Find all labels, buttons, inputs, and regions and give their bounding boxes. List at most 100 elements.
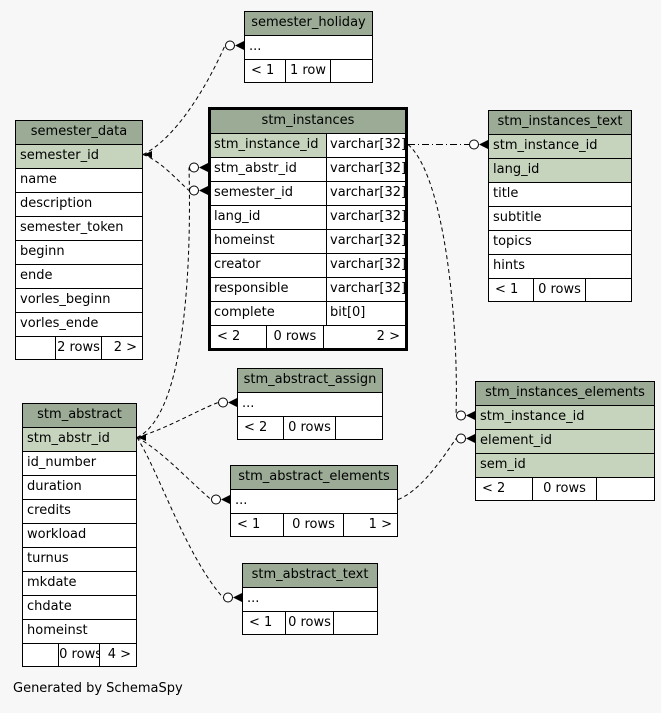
column-type: varchar[32] [326, 230, 405, 253]
column-type: varchar[32] [326, 254, 405, 277]
column-row: sem_id [476, 454, 654, 478]
column-row: topics [489, 231, 631, 255]
column-name: title [493, 186, 519, 201]
column-type: varchar[32] [326, 158, 405, 181]
column-row: stm_abstr_id [23, 428, 136, 452]
table-title-stm_abstract_text[interactable]: stm_abstract_text [243, 564, 377, 588]
column-row: ende [16, 265, 142, 289]
column-row: mkdate [23, 572, 136, 596]
column-name: duration [27, 479, 82, 494]
footer-cell: 2 rows [56, 337, 102, 359]
column-name: lang_id [214, 209, 261, 224]
table-title-semester_data[interactable]: semester_data [16, 121, 142, 145]
column-name: ende [20, 268, 53, 283]
footer-cell [586, 279, 631, 301]
footer-cell: 2 > [113, 340, 137, 355]
table-title-semester_holiday[interactable]: semester_holiday [245, 12, 372, 36]
footer-cell: 1 > [368, 517, 392, 532]
relationship-line-semester_data-stm_instances [142, 154, 190, 191]
column-row: name [16, 169, 142, 193]
column-name: responsible [214, 281, 289, 296]
column-row: beginn [16, 241, 142, 265]
column-name: semester_id [20, 148, 100, 163]
table-title-stm_abstract_assign[interactable]: stm_abstract_assign [238, 369, 382, 393]
footer-cell [597, 478, 654, 500]
column-row: workload [23, 524, 136, 548]
column-name: stm_instance_id [493, 138, 598, 153]
table-footer: 2 rows 2 > [16, 337, 142, 359]
column-row: id_number [23, 452, 136, 476]
column-name: sem_id [480, 457, 526, 472]
column-row: turnus [23, 548, 136, 572]
column-name: stm_instance_id [214, 137, 319, 152]
table-node-stm_instances_text[interactable]: stm_instances_text stm_instance_id lang_id… [488, 110, 632, 302]
footer-cell: 0 rows [267, 326, 324, 348]
column-row: ... [231, 490, 397, 514]
column-row: responsible varchar[32] [211, 278, 405, 302]
column-row: description [16, 193, 142, 217]
column-name: turnus [27, 551, 69, 566]
footer-cell [331, 60, 372, 82]
column-name: lang_id [493, 162, 540, 177]
column-name: topics [493, 234, 532, 249]
footer-cell: < 1 [243, 612, 286, 634]
column-type: varchar[32] [326, 134, 405, 157]
column-name: mkdate [27, 575, 77, 590]
relationship-line-stm_instances-stm_instances_elements [407, 144, 457, 416]
footer-cell: 0 rows [534, 279, 586, 301]
column-name: beginn [20, 244, 65, 259]
column-name: complete [214, 305, 275, 320]
footer-cell: < 1 [245, 60, 286, 82]
footer-cell: 2 > [376, 329, 400, 344]
table-title-stm_instances[interactable]: stm_instances [211, 110, 405, 134]
column-row: ... [243, 588, 377, 612]
column-row: homeinst [23, 620, 136, 644]
column-name: subtitle [493, 210, 542, 225]
column-row: credits [23, 500, 136, 524]
column-row: chdate [23, 596, 136, 620]
footer-cell: 4 > [107, 647, 131, 662]
footer-cell: < 1 [231, 514, 285, 536]
footer-cell: 0 rows [286, 612, 335, 634]
table-title-stm_instances_text[interactable]: stm_instances_text [489, 111, 631, 135]
column-name: stm_instance_id [480, 409, 585, 424]
footer-cell: < 2 [238, 417, 285, 439]
column-type: bit[0] [326, 302, 405, 325]
column-type: varchar[32] [326, 206, 405, 229]
column-name: workload [27, 527, 87, 542]
column-name: chdate [27, 599, 72, 614]
column-type: varchar[32] [326, 278, 405, 301]
table-title-stm_abstract[interactable]: stm_abstract [23, 404, 136, 428]
footer-cell [23, 644, 60, 666]
column-row: hints [489, 255, 631, 279]
column-type: varchar[32] [326, 182, 405, 205]
column-row: ... [238, 393, 382, 417]
column-row: stm_instance_id [476, 406, 654, 430]
column-name: hints [493, 258, 525, 273]
table-title-stm_instances_elements[interactable]: stm_instances_elements [476, 382, 654, 406]
column-row: semester_id [16, 145, 142, 169]
column-name: ... [247, 591, 260, 606]
table-title-stm_abstract_elements[interactable]: stm_abstract_elements [231, 466, 397, 490]
column-name: credits [27, 503, 71, 518]
column-name: vorles_beginn [20, 292, 111, 307]
footer-cell: 0 rows [533, 478, 598, 500]
column-row: duration [23, 476, 136, 500]
column-row: vorles_ende [16, 313, 142, 337]
